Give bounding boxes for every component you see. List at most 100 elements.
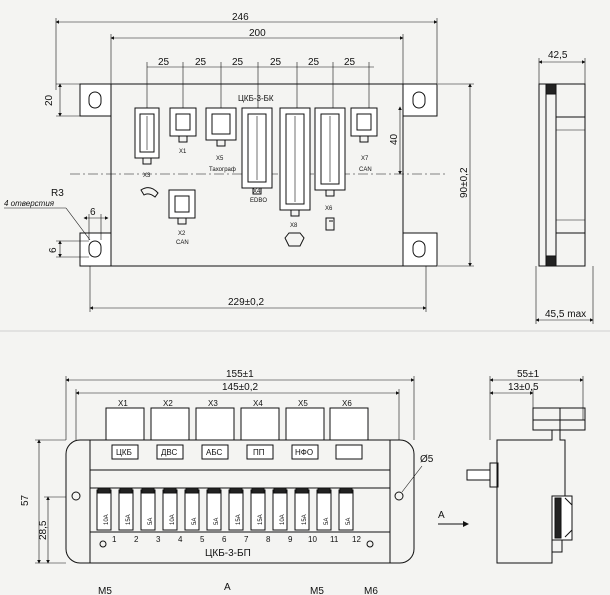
dim-229: 229±0,2 (228, 297, 265, 308)
fuse-11: 5A (324, 518, 330, 525)
slot-x5: X5 (298, 399, 308, 408)
wiper-icon (140, 187, 159, 198)
holes-note: 4 отверстия (4, 199, 55, 208)
ear-top-right (402, 83, 438, 117)
dim-20: 20 (44, 94, 55, 106)
fuse-num-7: 7 (244, 535, 249, 544)
front-view: 155±1 145±0,2 57 28,5 X1 X2 X3 X4 X5 X6 (20, 369, 469, 595)
pitch-25-4: 25 (270, 57, 282, 68)
label-abs: АБС (206, 448, 222, 457)
fuse-1: 10A (104, 514, 110, 525)
dim-13: 13±0,5 (508, 382, 539, 393)
dim-57: 57 (20, 494, 31, 506)
connector-x7 (350, 107, 378, 143)
fuse-num-5: 5 (200, 535, 205, 544)
fuse-num-6: 6 (222, 535, 227, 544)
label-x7-sub: CAN (359, 167, 372, 173)
dim-42-5: 42,5 (548, 50, 568, 61)
label-x2-sub: CAN (176, 240, 189, 246)
screw-right (366, 540, 374, 548)
dim-28-5: 28,5 (38, 520, 49, 540)
dim-155: 155±1 (226, 369, 254, 380)
dim-90: 90±0,2 (459, 167, 470, 198)
slot-hole (412, 240, 426, 258)
label-x5-sub: Тахограф (209, 167, 236, 173)
dim-145: 145±0,2 (222, 382, 259, 393)
fuse-num-11: 11 (330, 535, 339, 544)
fuse-num-12: 12 (352, 535, 361, 544)
bottom-label-m6: М6 (364, 586, 378, 595)
unit-title: ЦКБ-3-БК (238, 94, 274, 103)
slot-hole (88, 91, 102, 109)
mount-hole-right (394, 491, 404, 501)
side-view-top: 42,5 45,5 max (535, 50, 594, 324)
mount-hole-left (71, 491, 81, 501)
dim-6-h: 6 (90, 207, 96, 218)
connector-x3 (134, 107, 160, 165)
fuse-10: 15A (302, 514, 308, 525)
side-view-bottom: 55±1 13±0,5 (466, 369, 586, 564)
slot-x4: X4 (253, 399, 263, 408)
top-view: 246 200 25 25 25 25 25 25 20 40 (4, 12, 474, 312)
fuse-num-2: 2 (134, 535, 139, 544)
connector-x2 (168, 189, 196, 225)
dim-200: 200 (249, 28, 266, 39)
fuse-7: 15A (236, 514, 242, 525)
bottom-label-m5-left: М5 (98, 586, 112, 595)
dim-40: 40 (389, 133, 400, 145)
label-nfo: НФО (295, 448, 313, 457)
fuse-5: 5A (192, 518, 198, 525)
ear-bottom-right (402, 232, 438, 267)
label-dvs: ДВС (161, 448, 177, 457)
fuse-num-4: 4 (178, 535, 183, 544)
engine-icon (284, 232, 305, 247)
pitch-25-2: 25 (195, 57, 207, 68)
connector-x5 (205, 107, 237, 147)
fuse-3: 5A (148, 518, 154, 525)
label-x7: X7 (361, 156, 369, 162)
connector-x6 (314, 107, 346, 197)
fuse-4: 10A (170, 514, 176, 525)
label-ckb: ЦКБ (116, 448, 132, 457)
label-x6: X6 (325, 206, 333, 212)
fuse-8: 15A (258, 514, 264, 525)
slot-x1: X1 (118, 399, 128, 408)
dim-55: 55±1 (517, 369, 540, 380)
connector-x8 (279, 107, 311, 217)
slot-x6: X6 (342, 399, 352, 408)
screw-left (99, 540, 107, 548)
dim-45-5-max: 45,5 max (545, 309, 586, 320)
label-x1: X1 (179, 149, 187, 155)
connector-x1 (169, 107, 197, 143)
fuse-num-1: 1 (112, 535, 117, 544)
pitch-25-5: 25 (308, 57, 320, 68)
r3-label: R3 (51, 188, 64, 199)
label-x4-sub: EDBO (250, 198, 267, 204)
label-x3: X3 (143, 173, 151, 179)
fuel-icon (325, 217, 335, 231)
fuse-num-9: 9 (288, 535, 293, 544)
fuse-12: 5A (346, 518, 352, 525)
bottom-label-a: А (224, 582, 231, 593)
pitch-25-3: 25 (232, 57, 244, 68)
slot-hole (412, 91, 426, 109)
dim-246: 246 (232, 12, 249, 23)
ear-bottom-left (79, 232, 112, 267)
label-x2: X2 (178, 231, 186, 237)
connector-x4 (241, 107, 273, 195)
label-pp: ПП (253, 448, 265, 457)
fuse-num-8: 8 (266, 535, 271, 544)
slot-x3: X3 (208, 399, 218, 408)
fuse-9: 10A (280, 514, 286, 525)
label-x8: X8 (290, 223, 298, 229)
body-outline (110, 83, 404, 267)
label-boxes (111, 444, 363, 460)
fuse-num-3: 3 (156, 535, 161, 544)
fuse-row (96, 487, 354, 531)
model-name: ЦКБ-3-БП (205, 548, 251, 559)
pitch-ticks (146, 62, 370, 110)
fuse-num-10: 10 (308, 535, 317, 544)
slot-row (105, 407, 369, 441)
dim-6-v: 6 (48, 247, 59, 253)
